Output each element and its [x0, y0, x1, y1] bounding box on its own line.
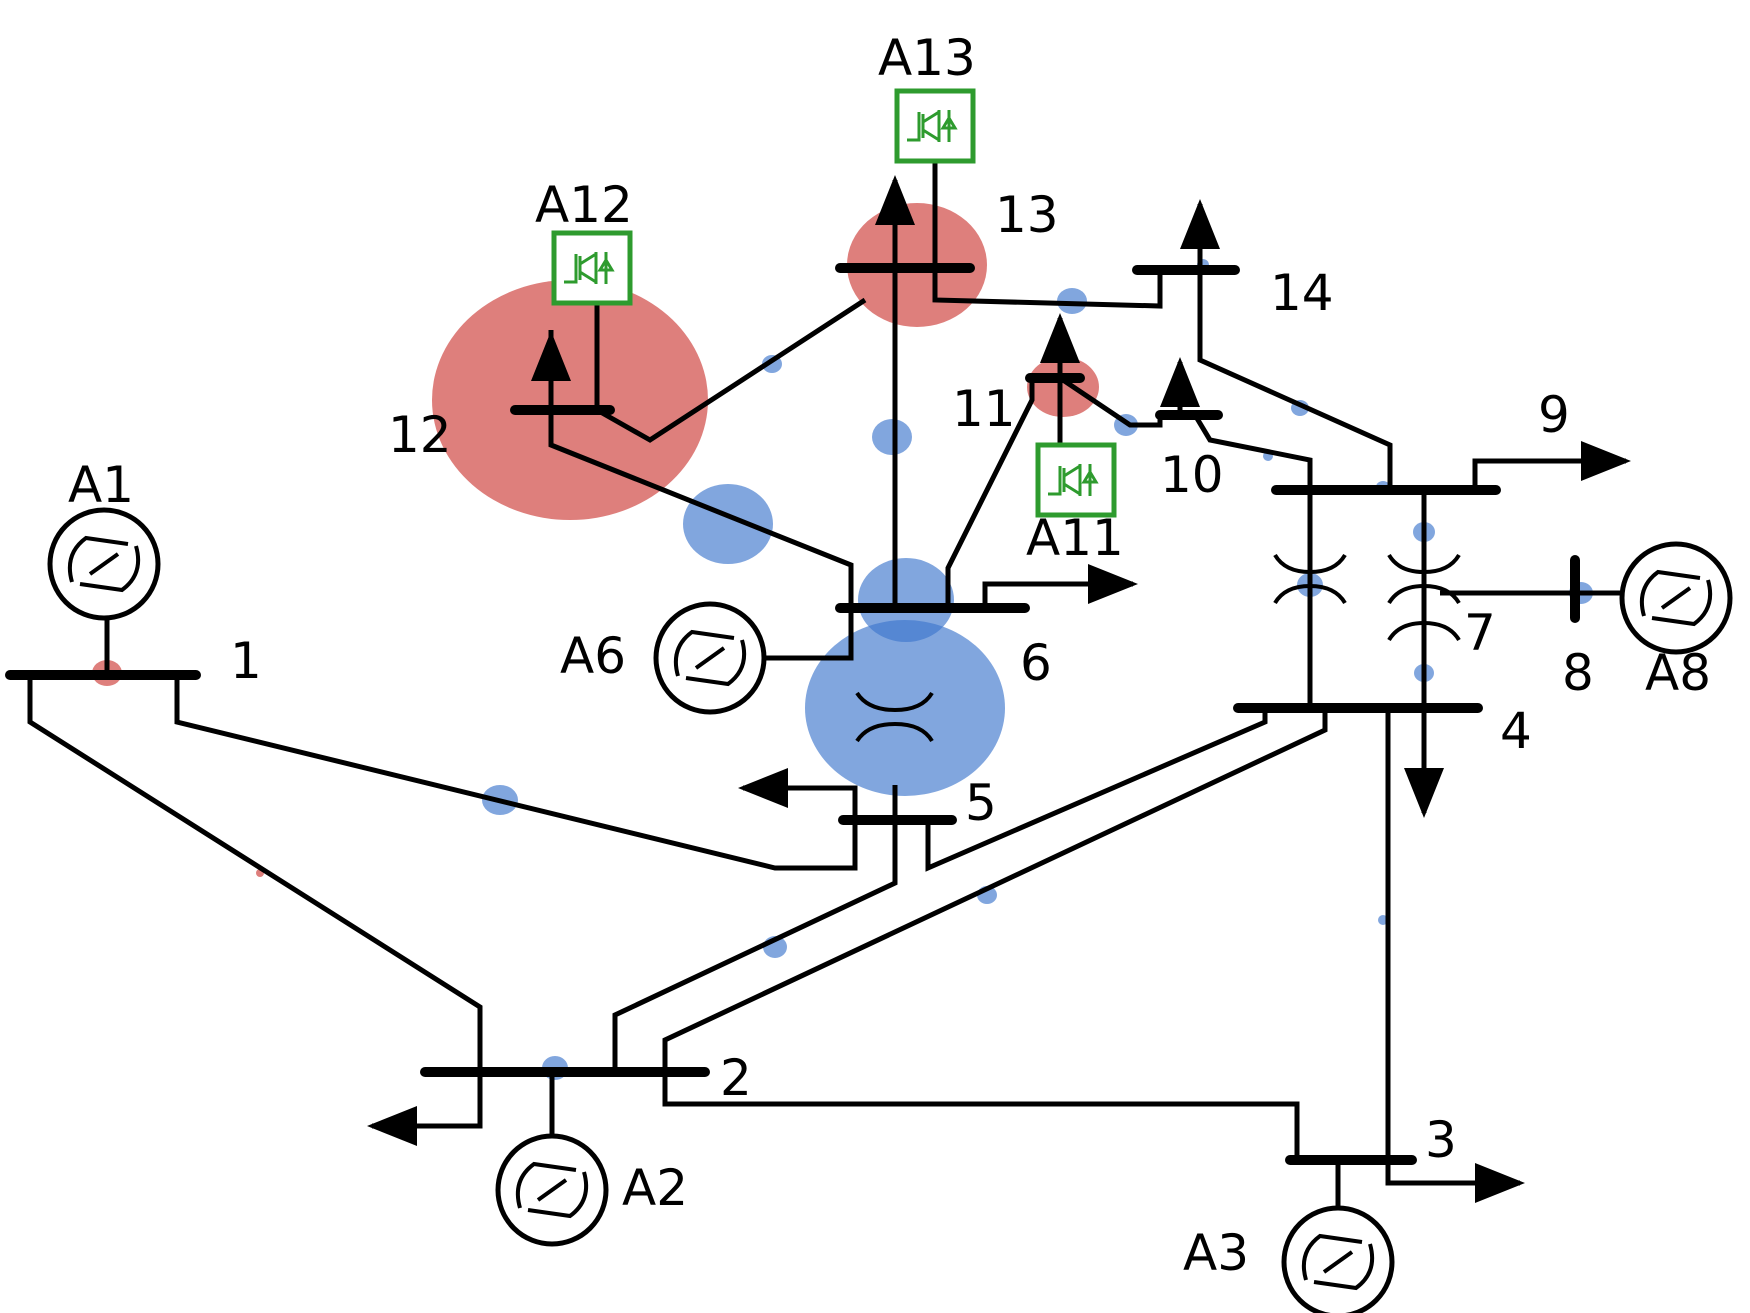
bus-label-1: 1	[230, 632, 262, 690]
converter-layer	[551, 88, 1117, 518]
blue-bubble-line-13-14	[1057, 288, 1087, 314]
line-5-load	[790, 785, 858, 820]
line-6-11	[945, 378, 1035, 608]
converter-label-A11: A11	[1026, 509, 1124, 567]
generator-label-A1: A1	[68, 456, 134, 514]
line-1-5	[174, 675, 858, 871]
line-2-3	[662, 1072, 1300, 1160]
bus-label-8: 8	[1562, 644, 1594, 702]
line-2-4	[662, 705, 1328, 1072]
generator-label-A6: A6	[560, 627, 626, 685]
generator-label-A3: A3	[1183, 1224, 1249, 1282]
converter-A12	[551, 230, 633, 306]
generator-A8	[1619, 541, 1733, 655]
line-10-9	[1192, 413, 1313, 490]
converter-label-A12: A12	[535, 176, 633, 234]
busbar-layer	[5, 263, 1580, 1165]
blue-bubble-line-6-13	[872, 419, 912, 455]
generator-label-A8: A8	[1645, 644, 1711, 702]
transformer-4-7	[1387, 553, 1461, 642]
line-6-A6	[762, 608, 854, 661]
generator-A6	[653, 601, 767, 715]
converter-A13	[894, 88, 976, 164]
generator-A2	[495, 1133, 609, 1247]
line-9-load	[1472, 458, 1580, 490]
line-14-9	[1197, 270, 1393, 490]
bus-label-5: 5	[965, 774, 997, 832]
bus-label-10: 10	[1160, 446, 1224, 504]
red-bubble-bus-12	[432, 280, 708, 520]
blue-bubble-bus-6	[858, 558, 954, 642]
bus-label-2: 2	[720, 1049, 752, 1107]
transformer-icon	[855, 691, 934, 743]
bus-label-9: 9	[1538, 386, 1570, 444]
power-converter-icon	[1035, 442, 1117, 518]
transformer-icon	[1387, 553, 1461, 642]
generator-layer	[47, 507, 1733, 1313]
bus-label-13: 13	[995, 186, 1059, 244]
bus-label-12: 12	[388, 406, 452, 464]
line-layer	[27, 196, 1580, 1186]
converter-label-A13: A13	[878, 29, 976, 87]
bus-label-4: 4	[1500, 702, 1532, 760]
bus-label-11: 11	[952, 380, 1016, 438]
bus-label-14: 14	[1270, 264, 1334, 322]
converter-A11	[1035, 442, 1117, 518]
red-bubble-bus-11	[1027, 357, 1099, 417]
bus-label-3: 3	[1425, 1111, 1457, 1169]
transformer-icon	[1273, 553, 1347, 605]
label-layer: 1 2 3 4 5 6 7 8 9 10 11 12 13 14 A1 A2 A…	[68, 29, 1711, 1282]
transformer-5-6	[855, 691, 934, 743]
bubble-layer	[92, 203, 1593, 1165]
bus-label-7: 7	[1464, 604, 1496, 662]
power-converter-icon	[894, 88, 976, 164]
load-layer	[367, 175, 1631, 1203]
power-converter-icon	[551, 230, 633, 306]
line-12-13	[595, 297, 867, 443]
blue-bubble-line-6-12	[683, 484, 773, 564]
generator-label-A2: A2	[622, 1159, 688, 1217]
line-5-4	[925, 705, 1268, 872]
line-1-2	[27, 675, 483, 1129]
generator-A1	[47, 507, 161, 621]
line-2-5	[612, 785, 898, 1072]
generator-A3	[1281, 1205, 1395, 1313]
bus-label-6: 6	[1020, 634, 1052, 692]
transformer-4-9	[1273, 553, 1347, 605]
